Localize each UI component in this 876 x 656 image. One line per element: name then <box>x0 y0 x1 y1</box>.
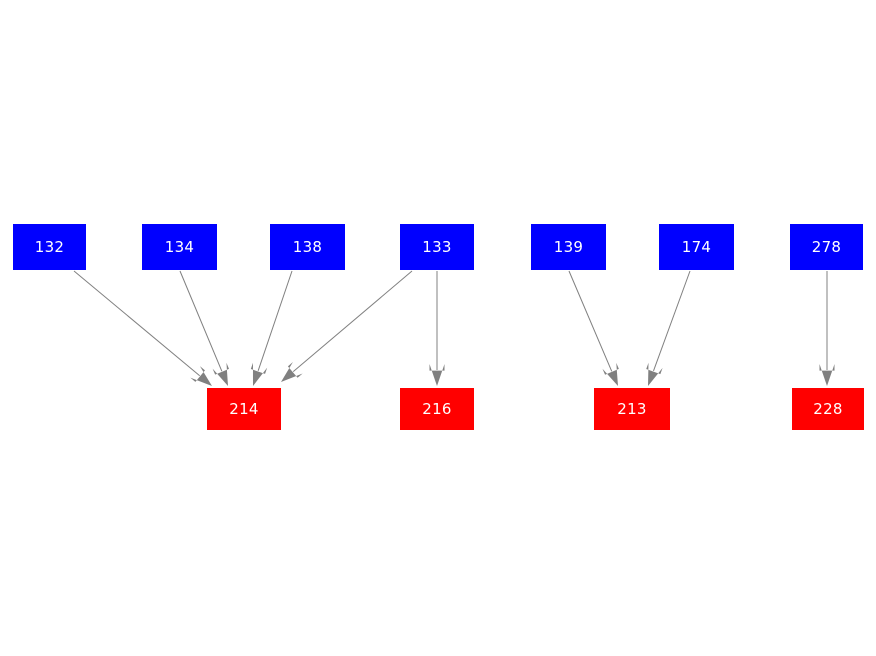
graph-edge <box>73 270 212 386</box>
edge-line <box>653 270 691 372</box>
edge-arrowhead-icon <box>212 362 229 386</box>
graph-node-134[interactable]: 134 <box>142 224 217 270</box>
graph-node-label: 138 <box>292 237 323 256</box>
graph-node-213[interactable]: 213 <box>594 388 670 430</box>
graph-edge <box>281 270 413 382</box>
edge-line <box>257 270 293 372</box>
graph-node-278[interactable]: 278 <box>790 224 863 270</box>
graph-node-139[interactable]: 139 <box>531 224 606 270</box>
graph-node-138[interactable]: 138 <box>270 224 345 270</box>
graph-node-132[interactable]: 132 <box>13 224 86 270</box>
graph-edge <box>646 270 691 386</box>
graph-node-label: 214 <box>229 399 259 418</box>
graph-edge <box>568 270 619 386</box>
graph-node-label: 132 <box>34 237 65 256</box>
graph-node-214[interactable]: 214 <box>207 388 281 430</box>
graph-node-label: 228 <box>813 399 843 418</box>
graph-node-133[interactable]: 133 <box>400 224 474 270</box>
graph-node-label: 278 <box>811 237 842 256</box>
graph-node-label: 216 <box>422 399 452 418</box>
graph-node-228[interactable]: 228 <box>792 388 864 430</box>
edge-arrowhead-icon <box>819 364 835 386</box>
graph-node-label: 174 <box>681 237 712 256</box>
graph-node-label: 139 <box>553 237 584 256</box>
graph-node-label: 134 <box>164 237 195 256</box>
graph-node-label: 213 <box>617 399 647 418</box>
graph-node-label: 133 <box>422 237 452 256</box>
graph-node-216[interactable]: 216 <box>400 388 474 430</box>
graph-edge <box>429 271 445 386</box>
edge-arrowhead-icon <box>250 362 268 386</box>
edge-line <box>292 270 413 373</box>
graph-node-174[interactable]: 174 <box>659 224 734 270</box>
graph-edge <box>819 271 835 386</box>
edge-arrowhead-icon <box>281 362 303 382</box>
edge-arrowhead-icon <box>429 364 445 386</box>
graph-edge <box>250 270 293 386</box>
edge-arrowhead-icon <box>602 362 619 386</box>
edge-arrowhead-icon <box>646 362 663 386</box>
edge-arrowhead-icon <box>190 366 212 386</box>
edge-line <box>179 270 223 372</box>
edge-line <box>568 270 613 372</box>
edge-line <box>73 270 201 377</box>
graph-edge <box>179 270 229 386</box>
